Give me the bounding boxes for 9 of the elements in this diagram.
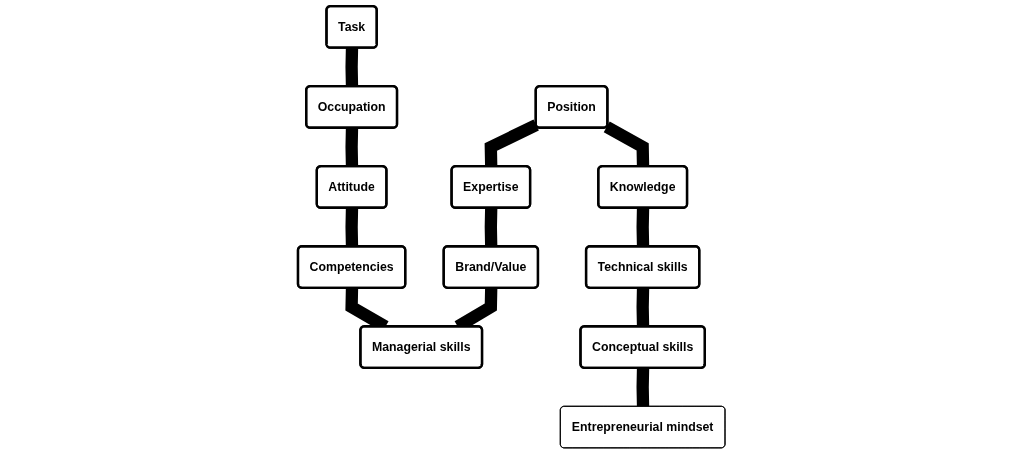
connector <box>636 208 650 247</box>
connector <box>345 208 359 247</box>
connector <box>345 128 359 167</box>
connector <box>484 208 498 247</box>
connector <box>636 288 650 327</box>
connector <box>636 368 650 407</box>
connector <box>345 47 359 87</box>
connector <box>603 121 650 167</box>
connector <box>484 119 539 167</box>
